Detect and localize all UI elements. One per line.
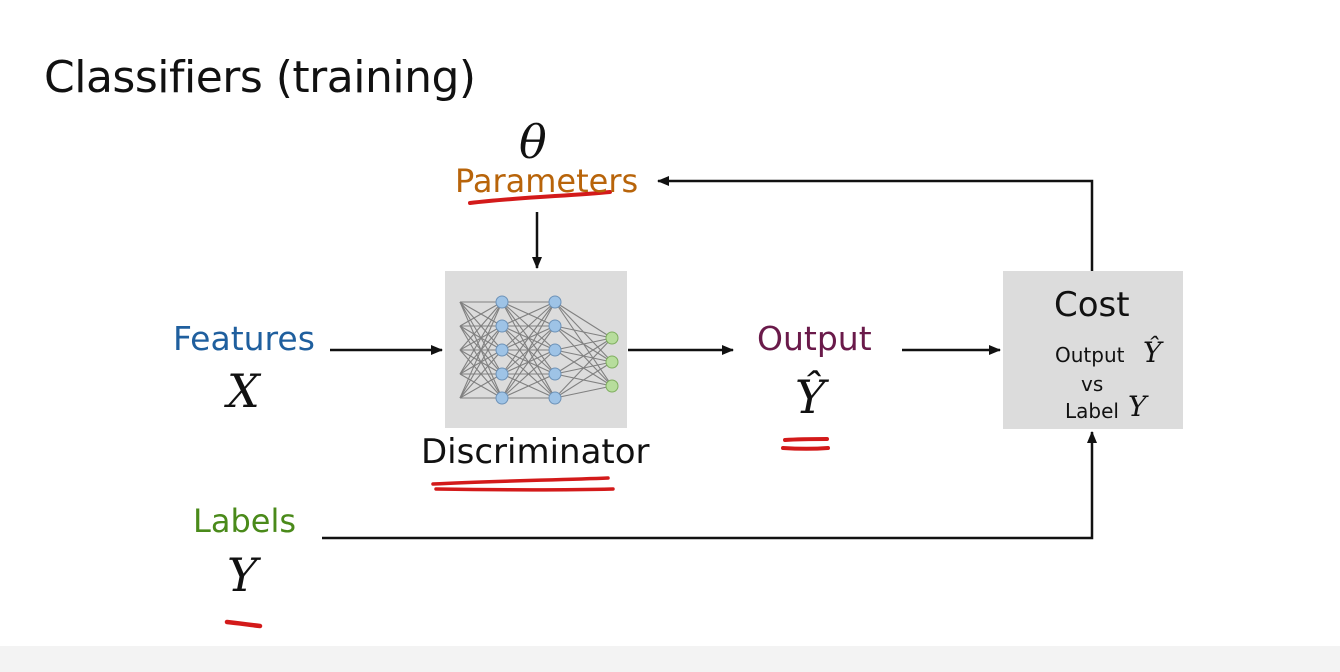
parameters-underline bbox=[468, 190, 612, 205]
output-symbol: Ŷ bbox=[795, 370, 826, 424]
slide-title: Classifiers (training) bbox=[44, 52, 476, 103]
neural-network-icon bbox=[459, 295, 619, 405]
features-symbol: X bbox=[227, 364, 260, 418]
output-label: Output bbox=[757, 319, 872, 358]
theta-symbol: θ bbox=[519, 115, 547, 169]
cost-vs-text: vs bbox=[1081, 372, 1104, 396]
cost-label-symbol: Y bbox=[1128, 390, 1147, 423]
output-symbol-underline-2 bbox=[781, 446, 830, 451]
labels-symbol: Y bbox=[227, 548, 258, 602]
cost-output-symbol: Ŷ bbox=[1143, 336, 1162, 369]
labels-symbol-underline bbox=[224, 619, 263, 629]
cost-label-text: Label bbox=[1065, 399, 1119, 423]
red-annotations bbox=[224, 190, 830, 629]
cost-box bbox=[1003, 271, 1183, 429]
cost-output-text: Output bbox=[1055, 343, 1125, 367]
discriminator-underline-1 bbox=[431, 476, 610, 486]
cost-to-parameters-arrow bbox=[657, 176, 1094, 271]
discriminator-label: Discriminator bbox=[421, 432, 650, 472]
labels-to-cost-arrow bbox=[322, 431, 1097, 540]
features-label: Features bbox=[173, 319, 315, 358]
cost-title: Cost bbox=[1054, 285, 1130, 325]
bottom-strip bbox=[0, 646, 1340, 672]
discriminator-underline-2 bbox=[434, 487, 615, 492]
output-symbol-underline-1 bbox=[783, 437, 829, 442]
labels-label: Labels bbox=[193, 502, 296, 540]
parameters-label: Parameters bbox=[455, 162, 639, 200]
